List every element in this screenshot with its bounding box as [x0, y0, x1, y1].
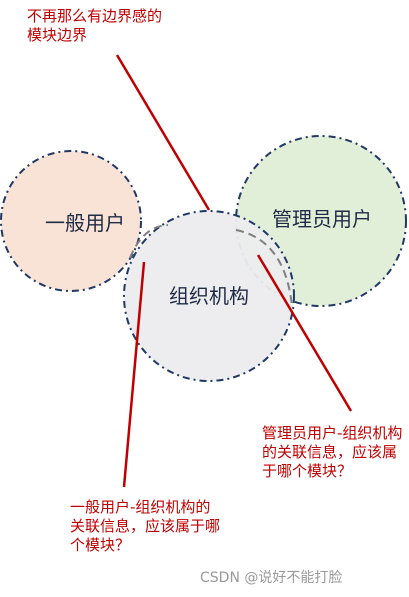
- circle-general-user: [0, 150, 142, 292]
- label-organization: 组织机构: [169, 284, 249, 308]
- pointer-line-right: [256, 254, 353, 412]
- pointer-line-top: [115, 54, 211, 211]
- label-general-user: 一般用户: [45, 211, 125, 235]
- annotation-right: 管理员用户-组织机构的关联信息，应该属于哪个模块？: [262, 424, 403, 480]
- annotation-left: 一般用户-组织机构的关联信息，应该属于哪个模块？: [70, 498, 221, 554]
- annotation-top: 不再那么有边界感的模块边界: [27, 7, 163, 44]
- overlap-arc-right: [235, 229, 293, 307]
- pointer-line-left: [122, 261, 146, 488]
- label-admin-user: 管理员用户: [272, 207, 372, 231]
- overlap-arc-left: [129, 224, 169, 259]
- circle-organization: [123, 210, 295, 382]
- watermark: CSDN @说好不能打脸: [200, 570, 343, 586]
